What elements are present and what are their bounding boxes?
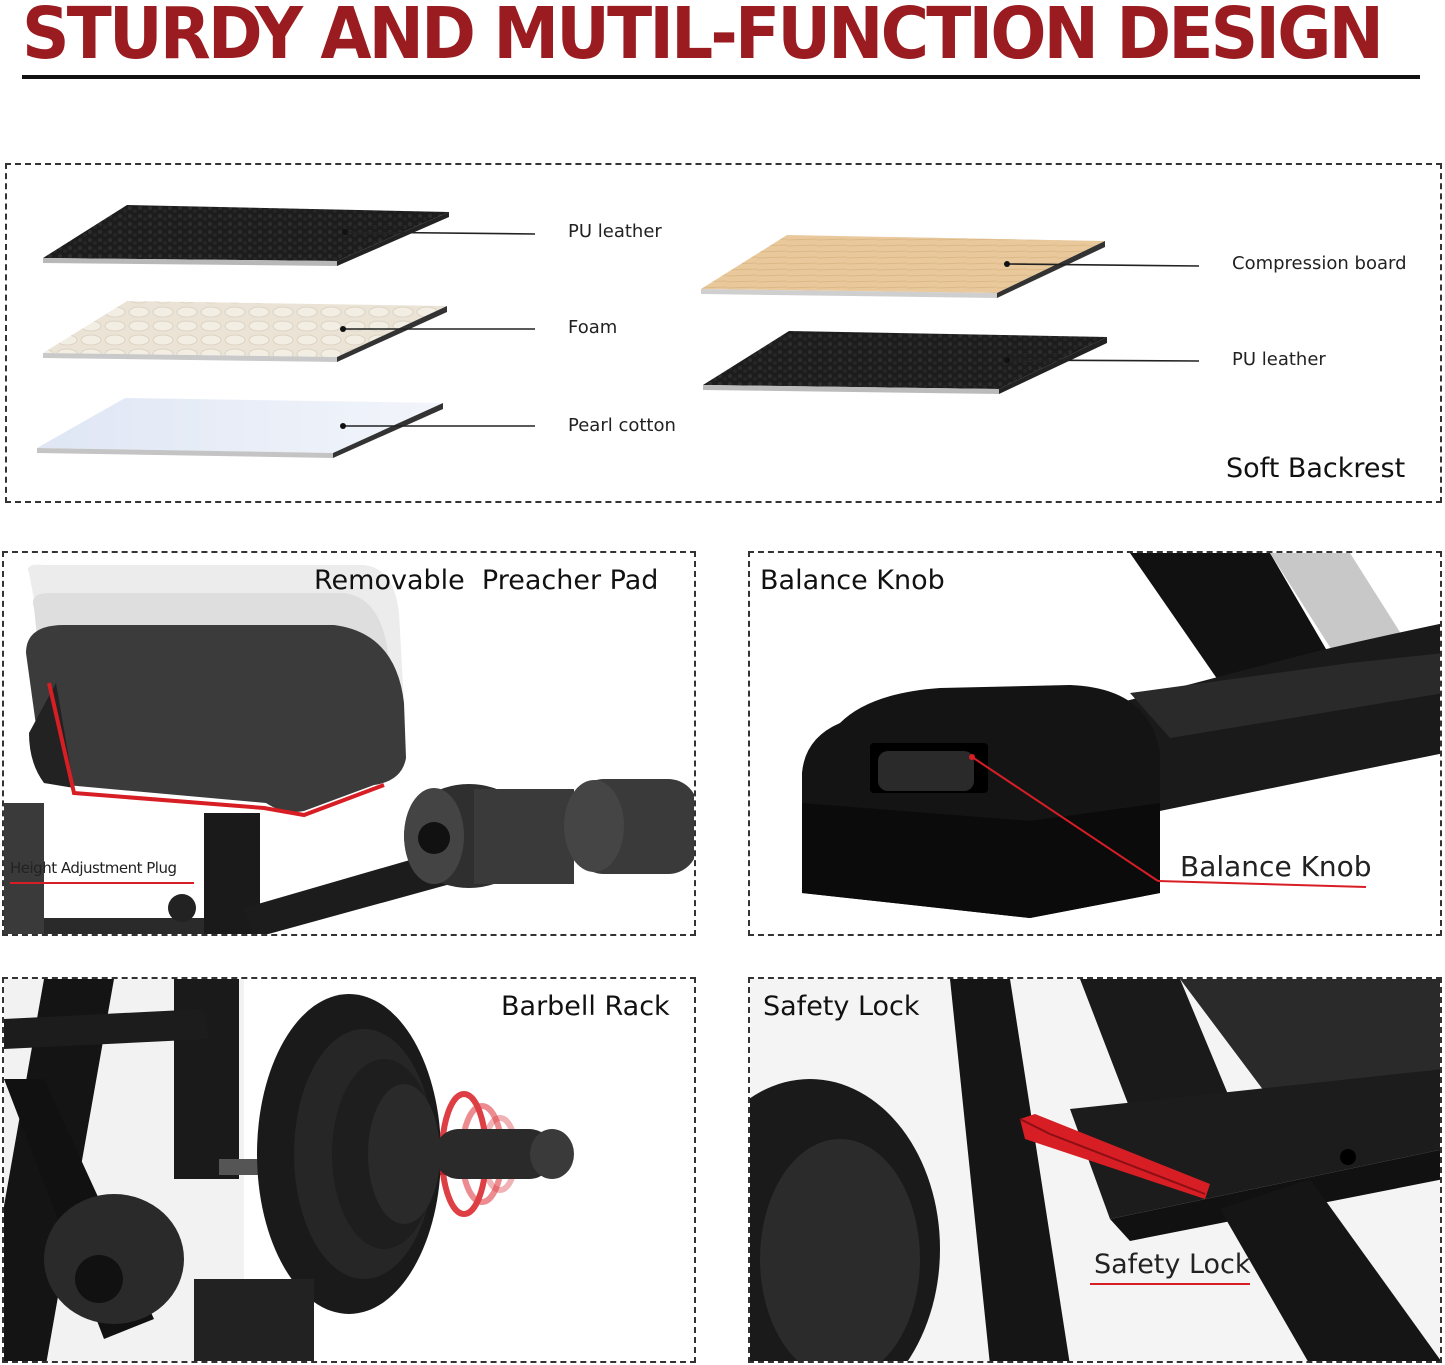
barbell-rack-panel: Barbell Rack — [2, 977, 696, 1363]
preacher-pad-panel: Removable Preacher Pad Height Adjustment… — [2, 551, 696, 936]
layer-label: PU leather — [1232, 349, 1326, 370]
balance-knob-panel: Balance Knob Balance Knob — [748, 551, 1442, 936]
barbell-rack-illustration — [4, 979, 574, 1361]
panel-heading: Balance Knob — [760, 565, 945, 596]
backrest-layers-illustration — [37, 205, 1200, 458]
safety-lock-illustration — [750, 979, 1440, 1361]
backrest-layers-panel: PU leather Foam Pearl cotton Compression… — [5, 163, 1442, 503]
callout-label: Safety Lock — [1094, 1249, 1251, 1280]
preacher-pad-illustration — [4, 564, 694, 934]
layer-label: PU leather — [568, 221, 662, 242]
layer-label: Pearl cotton — [568, 415, 676, 436]
callout-label: Height Adjustment Plug — [10, 859, 177, 877]
layer-label: Compression board — [1232, 253, 1407, 274]
layer-label: Foam — [568, 317, 618, 338]
title-underline — [22, 75, 1420, 79]
panel-heading: Soft Backrest — [1226, 453, 1406, 484]
balance-knob-illustration — [802, 553, 1440, 918]
page-title: STURDY AND MUTIL-FUNCTION DESIGN — [22, 0, 1384, 75]
panel-heading: Removable Preacher Pad — [314, 565, 659, 596]
panel-heading: Safety Lock — [763, 991, 920, 1022]
callout-label: Balance Knob — [1180, 850, 1372, 883]
panel-heading: Barbell Rack — [501, 991, 670, 1022]
safety-lock-panel: Safety Lock Safety Lock — [748, 977, 1442, 1363]
